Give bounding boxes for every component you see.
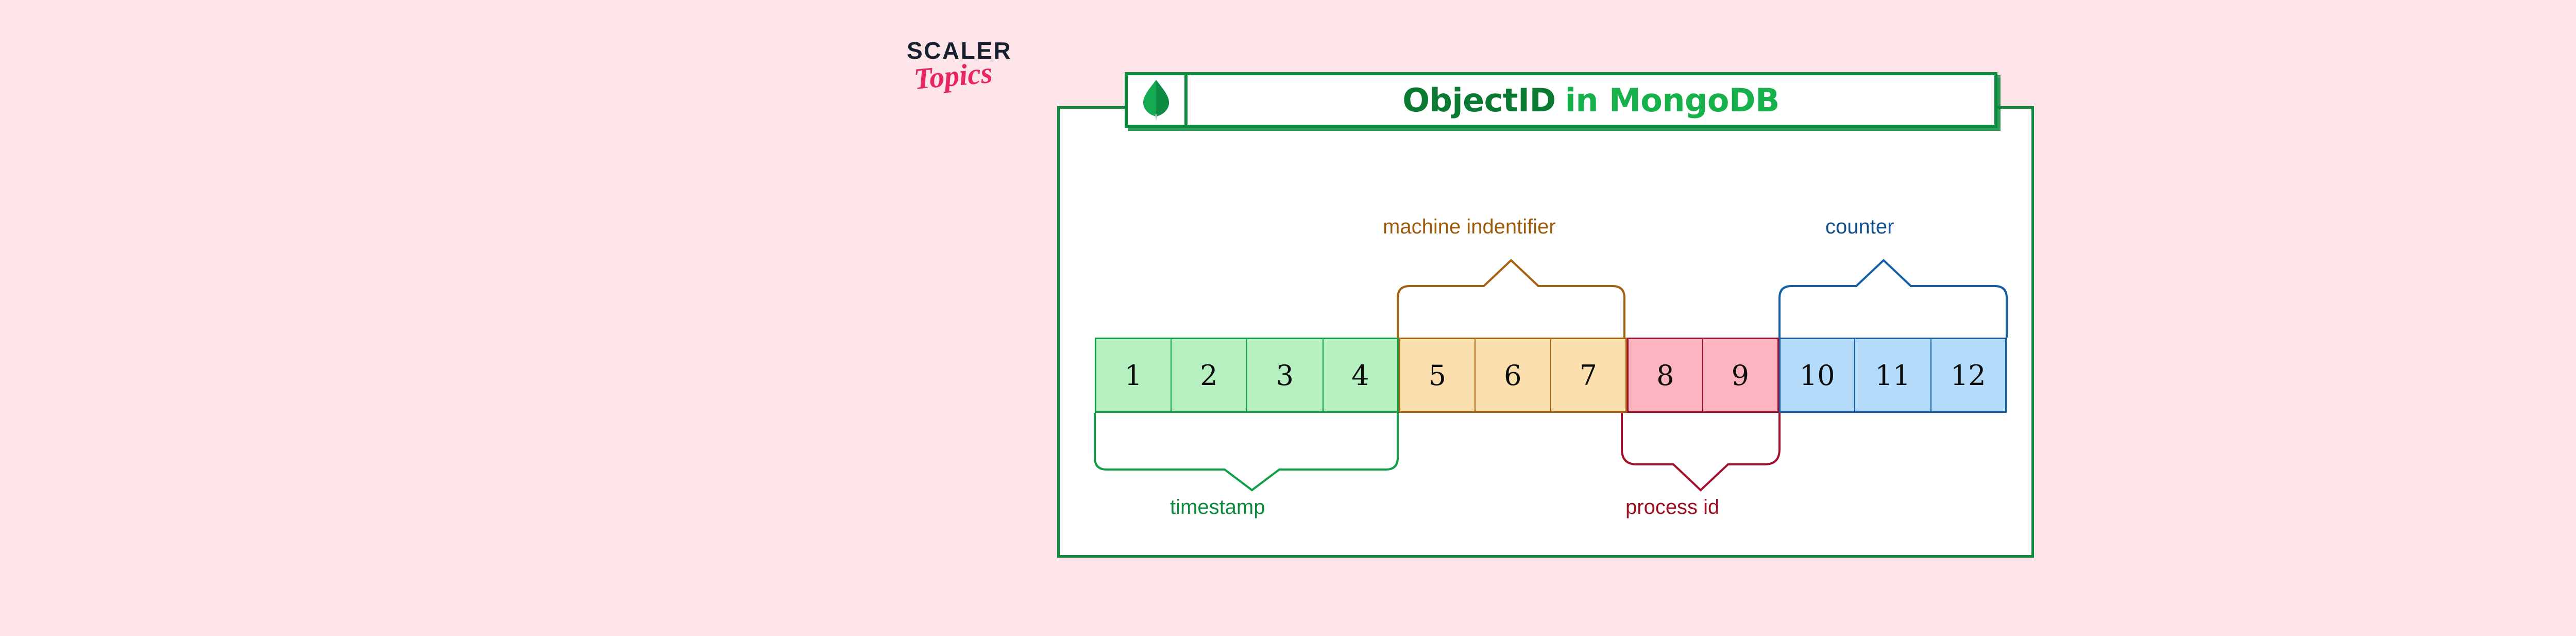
- diagram-title: ObjectID in MongoDB: [1188, 75, 1994, 125]
- byte-cell-12: 12: [1930, 338, 2007, 413]
- logo-scaler-text: SCALER: [907, 37, 1012, 64]
- byte-cell-11: 11: [1855, 338, 1931, 413]
- scaler-topics-logo: SCALER Topics: [907, 39, 1041, 111]
- byte-cell-10: 10: [1778, 338, 1855, 413]
- byte-cell-9: 9: [1703, 338, 1779, 413]
- title-in-mongodb: in MongoDB: [1565, 81, 1780, 119]
- mongodb-leaf-icon-cell: [1128, 75, 1188, 125]
- byte-cell-5: 5: [1399, 338, 1475, 413]
- group-label-counter: counter: [1825, 215, 1894, 238]
- title-objectid: ObjectID: [1402, 81, 1556, 119]
- byte-cell-3: 3: [1247, 338, 1323, 413]
- byte-cell-7: 7: [1551, 338, 1627, 413]
- byte-cell-6: 6: [1475, 338, 1551, 413]
- group-label-process-id: process id: [1625, 496, 1720, 518]
- group-label-machine-identifier: machine indentifier: [1383, 215, 1556, 238]
- byte-cell-2: 2: [1171, 338, 1247, 413]
- byte-cell-8: 8: [1626, 338, 1703, 413]
- group-label-timestamp: timestamp: [1170, 496, 1265, 518]
- diagram-container: [1057, 106, 2034, 558]
- byte-cell-1: 1: [1095, 338, 1171, 413]
- mongodb-leaf-icon: [1143, 80, 1169, 121]
- diagram-title-banner: ObjectID in MongoDB: [1125, 72, 1997, 128]
- byte-cell-4: 4: [1323, 338, 1399, 413]
